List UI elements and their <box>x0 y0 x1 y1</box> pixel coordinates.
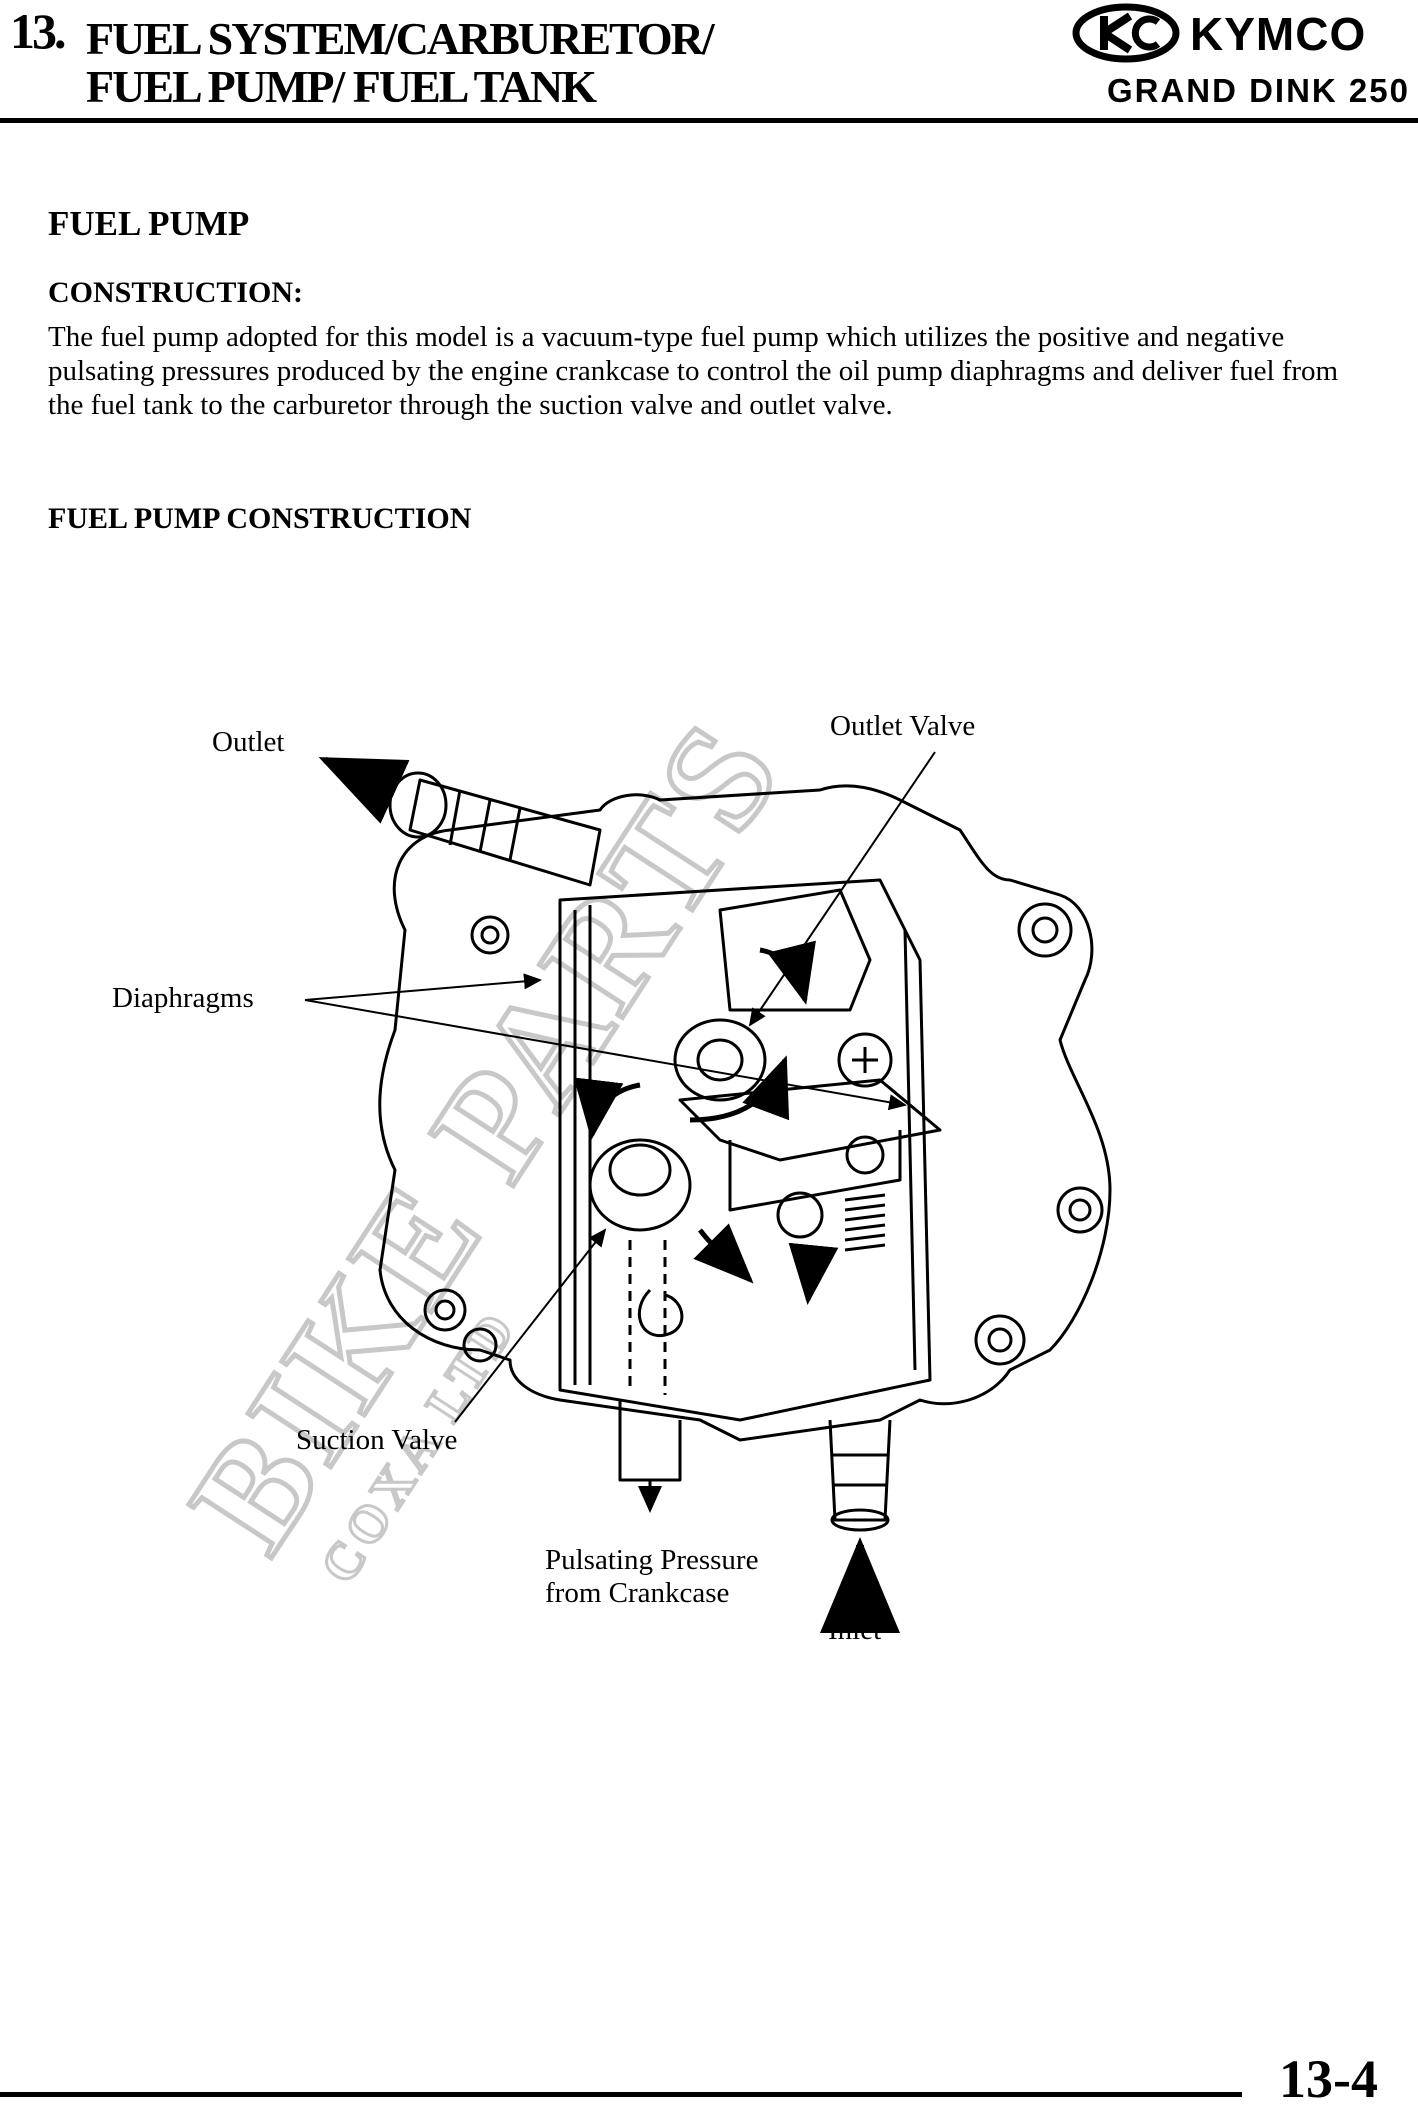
label-outlet-valve: Outlet Valve <box>830 710 976 742</box>
label-outlet: Outlet <box>212 726 285 758</box>
brand-logo-text: KYMCO <box>1190 8 1366 60</box>
label-pulsating-line1: Pulsating Pressure <box>545 1544 759 1576</box>
label-pulsating-line2: from Crankcase <box>545 1577 730 1609</box>
figure-title: FUEL PUMP CONSTRUCTION <box>48 502 472 535</box>
chapter-title-line2: FUEL PUMP/ FUEL TANK <box>86 61 597 112</box>
kymco-logo: KYMCO <box>1072 3 1366 63</box>
page-number: 13-4 <box>1279 2049 1378 2109</box>
footer-divider <box>0 2092 1242 2097</box>
body-paragraph: The fuel pump adopted for this model is … <box>48 321 1339 421</box>
header-divider <box>0 118 1418 123</box>
section-subtitle: CONSTRUCTION: <box>48 276 304 309</box>
model-name: GRAND DINK 250 <box>1106 72 1410 109</box>
label-suction-valve: Suction Valve <box>296 1424 458 1456</box>
label-diaphragms: Diaphragms <box>112 982 254 1014</box>
section-title: FUEL PUMP <box>48 204 250 243</box>
label-inlet: Inlet <box>828 1614 882 1646</box>
chapter-title-line1: FUEL SYSTEM/CARBURETOR/ <box>86 13 715 64</box>
label-pulsating-pressure: Pulsating Pressure from Crankcase <box>545 1544 758 1610</box>
chapter-number: 13. <box>10 3 66 59</box>
